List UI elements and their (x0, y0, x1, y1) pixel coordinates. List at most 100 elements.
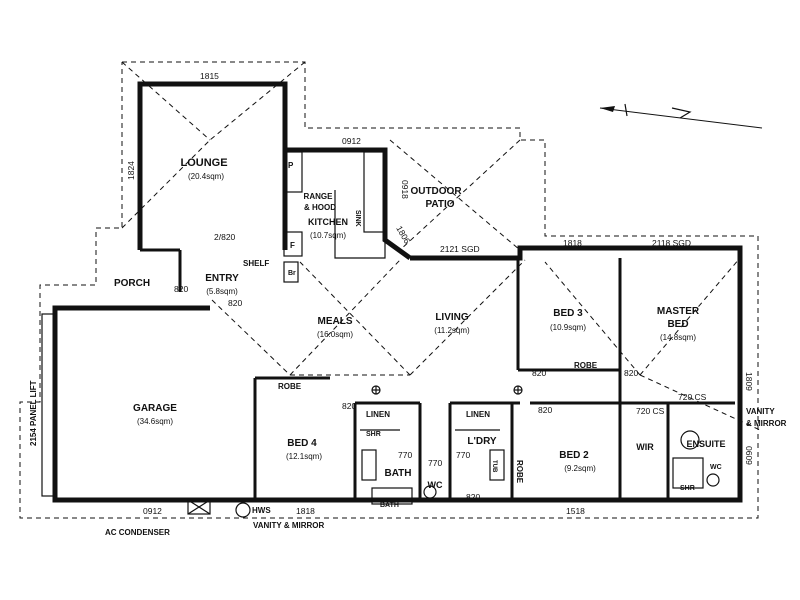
robe-bed3-label: ROBE (574, 361, 598, 370)
kitchen-label: KITCHEN (308, 217, 348, 227)
bed2-label: BED 2 (559, 450, 589, 461)
wc-ensuite-label: WC (710, 464, 722, 471)
entry-area: (5.8sqm) (206, 287, 238, 296)
room-master-bed: MASTER BED (14.8sqm) (657, 306, 700, 342)
bed2-area: (9.2sqm) (564, 464, 596, 473)
room-garage: GARAGE (34.6sqm) (133, 403, 177, 426)
roof-outline (19, 61, 761, 519)
room-entry: ENTRY (5.8sqm) (205, 273, 239, 296)
linen2-label: LINEN (466, 410, 490, 419)
vanity-ensuite-label-1: VANITY (746, 407, 775, 416)
room-ensuite: ENSUITE (686, 439, 725, 449)
room-bath: BATH (384, 468, 411, 479)
master-bed-area: (14.8sqm) (660, 333, 696, 342)
room-kitchen: KITCHEN (10.7sqm) (308, 217, 348, 240)
dim-820-entry: 820 (228, 298, 242, 308)
dim-770-c: 770 (456, 450, 470, 460)
br-label: Br (288, 270, 296, 277)
dim-2118-sgd: 2118 SGD (652, 238, 691, 248)
room-meals: MEALS (16.0sqm) (317, 316, 353, 339)
dim-770-b: 770 (428, 458, 442, 468)
light-fixtures (371, 385, 523, 395)
room-porch: PORCH (114, 278, 150, 289)
room-lounge: LOUNGE (20.4sqm) (180, 157, 227, 181)
dim-820-master: 820 (624, 368, 638, 378)
dim-1809: 1809 (744, 372, 754, 391)
linen1-label: LINEN (366, 410, 390, 419)
dim-2-820: 2/820 (214, 232, 236, 242)
ac-condenser-label: AC CONDENSER (105, 528, 170, 537)
dim-720-cs-b: 720 CS (636, 406, 665, 416)
dimension-labels: 1815 1824 0912 0918 1806 2/820 2121 SGD … (126, 71, 754, 516)
dim-1818-bottom: 1818 (296, 506, 315, 516)
bed3-area: (10.9sqm) (550, 323, 586, 332)
room-bed4: BED 4 (12.1sqm) (286, 438, 322, 461)
porch-label: PORCH (114, 278, 150, 289)
dim-1815: 1815 (200, 71, 219, 81)
interior-walls (253, 258, 735, 500)
garage-area: (34.6sqm) (137, 417, 173, 426)
garage-label: GARAGE (133, 403, 177, 414)
dim-0912-top: 0912 (342, 136, 361, 146)
garage-door (41, 313, 251, 518)
dim-0918: 0918 (400, 180, 410, 199)
dim-0912-bottom: 0912 (143, 506, 162, 516)
living-area: (11.2sqm) (434, 326, 470, 335)
laundry-label: L'DRY (467, 436, 497, 447)
walls (52, 81, 743, 503)
wc-label: WC (428, 480, 443, 490)
vanity-ensuite-label-2: & MIRROR (746, 419, 787, 428)
room-bed2: BED 2 (9.2sqm) (559, 450, 596, 473)
range-hood-label-1: RANGE (304, 192, 334, 201)
fridge-label: F (290, 241, 295, 250)
meals-area: (16.0sqm) (317, 330, 353, 339)
dim-1518: 1518 (566, 506, 585, 516)
outdoor-patio-label-2: PATIO (425, 199, 454, 210)
dim-1818-top: 1818 (563, 238, 582, 248)
lounge-label: LOUNGE (180, 157, 227, 169)
outdoor-patio-label-1: OUTDOOR (410, 186, 462, 197)
dim-820-wc: 820 (466, 492, 480, 502)
bed4-area: (12.1sqm) (286, 452, 322, 461)
dim-1806: 1806 (394, 224, 412, 246)
master-bed-label-2: BED (667, 319, 688, 330)
pantry-label: P (288, 161, 294, 170)
room-bed3: BED 3 (10.9sqm) (550, 308, 586, 332)
robe-bed2-label: ROBE (515, 460, 524, 484)
panel-lift-label: 2154 PANEL LIFT (29, 380, 38, 446)
fixture-labels: RANGE & HOOD SINK SHELF ROBE ROBE ROBE L… (29, 161, 787, 537)
bed3-label: BED 3 (553, 308, 583, 319)
dim-820-bed2: 820 (538, 405, 552, 415)
bath-fixtures (361, 430, 720, 505)
dim-2121-sgd: 2121 SGD (440, 244, 480, 254)
dim-720-cs-a: 720 CS (678, 392, 707, 402)
tub-label: TUB (491, 460, 497, 473)
ensuite-label: ENSUITE (686, 439, 725, 449)
robe-bed4-label: ROBE (278, 382, 302, 391)
kitchen-cabinets (283, 151, 386, 283)
dim-0609: 0609 (744, 446, 754, 465)
dim-820-bed3: 820 (532, 368, 546, 378)
dim-770-a: 770 (398, 450, 412, 460)
room-wc: WC (428, 480, 443, 490)
living-label: LIVING (435, 312, 469, 323)
north-arrow-icon (599, 103, 763, 129)
shr-bath-label: SHR (366, 431, 381, 438)
room-laundry: L'DRY (467, 436, 497, 447)
lounge-area: (20.4sqm) (188, 172, 224, 181)
range-hood-label-2: & HOOD (304, 203, 336, 212)
kitchen-area: (10.7sqm) (310, 231, 346, 240)
bath-tub-label: BATH (380, 502, 399, 509)
bath-label: BATH (384, 468, 411, 479)
room-living: LIVING (11.2sqm) (434, 312, 470, 335)
wir-label: WIR (636, 442, 654, 452)
dim-1824: 1824 (126, 161, 136, 180)
room-wir: WIR (636, 442, 654, 452)
dim-820-bed4: 820 (342, 401, 356, 411)
room-outdoor-patio: OUTDOOR PATIO (410, 186, 462, 210)
vanity-bath-label: VANITY & MIRROR (253, 521, 324, 530)
master-bed-label-1: MASTER (657, 306, 700, 317)
entry-label: ENTRY (205, 273, 239, 284)
meals-label: MEALS (318, 316, 353, 327)
hws-label: HWS (252, 506, 271, 515)
